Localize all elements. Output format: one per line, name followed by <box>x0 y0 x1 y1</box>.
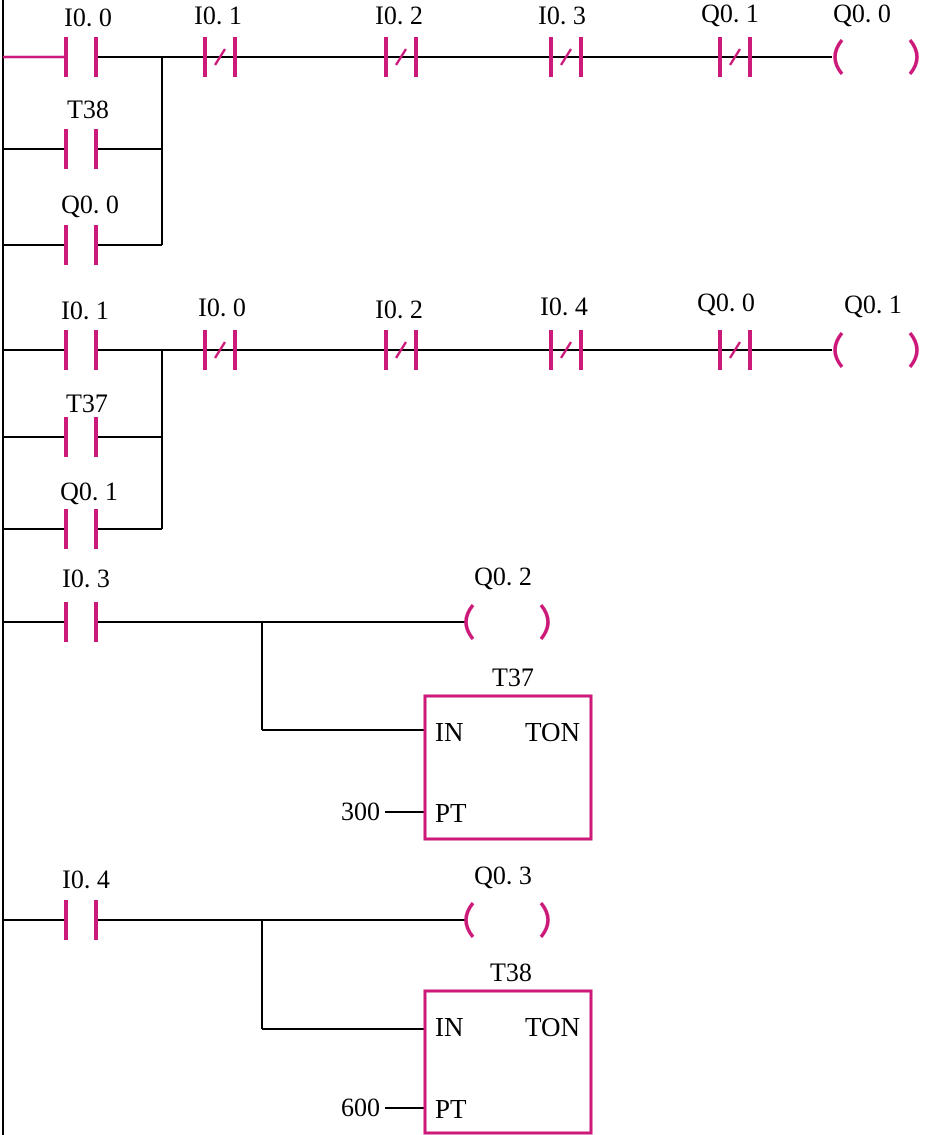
contact-nc <box>384 330 418 370</box>
contact-label: I0. 4 <box>62 865 110 894</box>
timer-name: T37 <box>492 663 534 692</box>
contact-label: I0. 1 <box>61 296 109 325</box>
timer-pt-pin: PT <box>435 1094 467 1124</box>
timer-type: TON <box>525 717 580 747</box>
contact-label: Q0. 0 <box>697 288 755 317</box>
timer-block: T37 IN TON PT <box>423 663 593 841</box>
output-coil <box>464 901 550 939</box>
timer-block: T38 IN TON PT <box>423 958 593 1135</box>
rung-4: I0. 4 Q0. 3 T38 IN TON PT 600 <box>3 861 593 1135</box>
contact-no <box>64 900 98 940</box>
branch-label: T38 <box>67 95 109 124</box>
rung-2: I0. 1 T37 Q0. 1 I0. 0 I0. 2 I0. 4 <box>3 288 919 549</box>
timer-preset: 600 <box>341 1093 380 1122</box>
contact-no <box>64 37 98 77</box>
timer-in-pin: IN <box>435 1012 464 1042</box>
contact-label: I0. 0 <box>198 293 246 322</box>
contact-nc <box>549 330 583 370</box>
contact-label: I0. 3 <box>62 564 110 593</box>
coil-label: Q0. 3 <box>474 861 532 890</box>
contact-label: I0. 2 <box>375 1 423 30</box>
coil-label: Q0. 2 <box>474 562 532 591</box>
contact-nc <box>549 37 583 77</box>
contact-nc <box>384 37 418 77</box>
timer-preset: 300 <box>341 797 380 826</box>
contact-no <box>64 509 98 549</box>
timer-in-pin: IN <box>435 717 464 747</box>
contact-no <box>64 129 98 169</box>
coil-label: Q0. 0 <box>833 0 891 28</box>
contact-label: I0. 4 <box>540 292 588 321</box>
contact-label: I0. 3 <box>538 1 586 30</box>
timer-name: T38 <box>490 958 532 987</box>
contact-label: Q0. 1 <box>701 0 759 28</box>
contact-nc <box>203 37 237 77</box>
contact-label: I0. 1 <box>194 1 242 30</box>
output-coil <box>464 603 550 641</box>
contact-label: I0. 0 <box>64 3 112 32</box>
contact-nc <box>718 330 752 370</box>
contact-no <box>64 602 98 642</box>
contact-label: I0. 2 <box>375 295 423 324</box>
contact-nc <box>718 37 752 77</box>
output-coil <box>833 331 919 369</box>
timer-pt-pin: PT <box>435 798 467 828</box>
branch-label: Q0. 1 <box>60 477 118 506</box>
contact-no <box>64 417 98 457</box>
rung-1: I0. 0 T38 Q0. 0 I0. 1 I0. 2 <box>3 0 919 265</box>
timer-type: TON <box>525 1012 580 1042</box>
branch-label: Q0. 0 <box>61 190 119 219</box>
branch-label: T37 <box>66 389 108 418</box>
coil-label: Q0. 1 <box>844 290 902 319</box>
output-coil <box>833 38 919 76</box>
rung-3: I0. 3 Q0. 2 T37 IN TON PT 300 <box>3 562 593 841</box>
contact-nc <box>203 330 237 370</box>
contact-no <box>64 330 98 370</box>
contact-no <box>64 225 98 265</box>
